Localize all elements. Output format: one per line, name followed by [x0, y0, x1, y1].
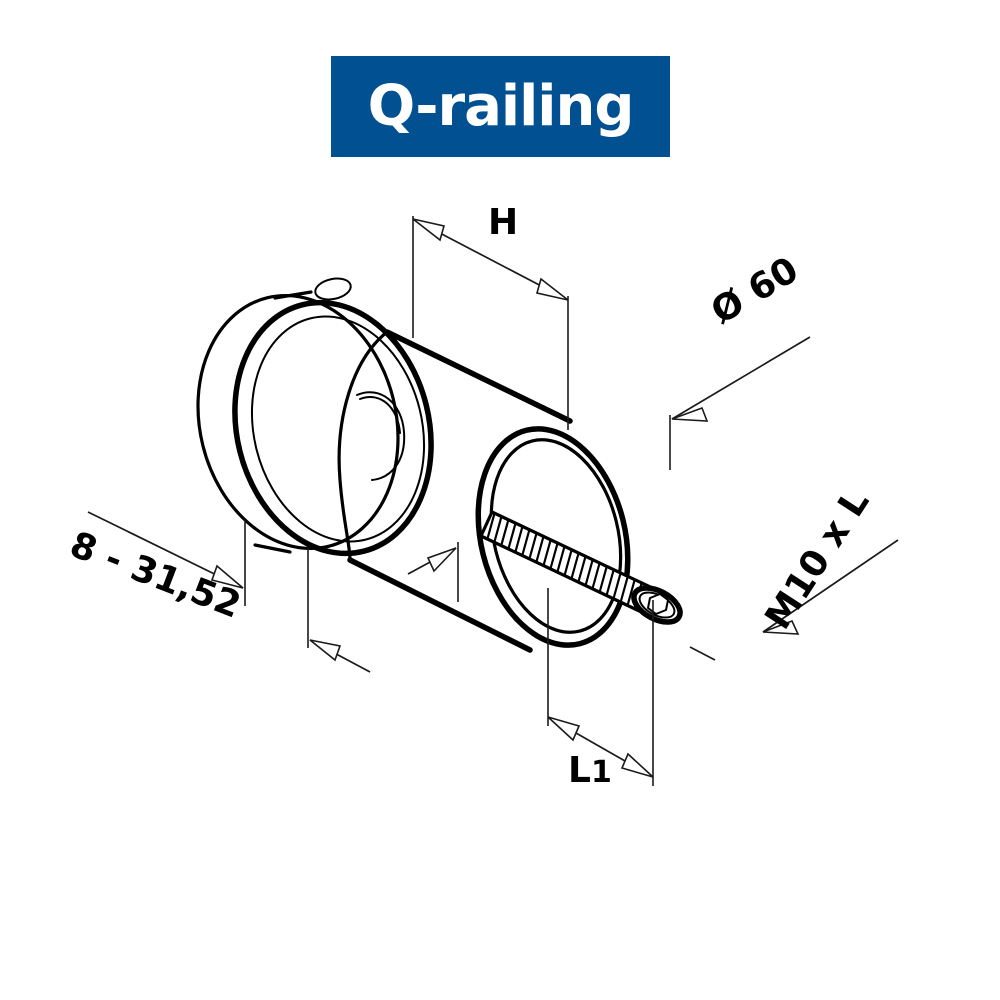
dimension-l1	[547, 588, 654, 786]
dimension-body-bottom-leader	[307, 548, 371, 673]
dimension-inner-leader	[407, 542, 459, 602]
threaded-stud-group	[479, 510, 683, 625]
q-railing-logo: Q-railing	[331, 56, 670, 157]
l1-letter: L	[568, 750, 591, 791]
thread-lines	[481, 512, 663, 617]
dimension-glass-range	[87, 511, 246, 606]
front-ring-group	[475, 426, 631, 648]
dimension-thread	[689, 539, 899, 661]
dimension-label-l1: L1	[568, 753, 612, 789]
back-plate-group	[196, 277, 434, 557]
dimension-label-h: H	[488, 202, 519, 243]
dimension-diameter	[669, 336, 811, 470]
l1-subscript: 1	[590, 755, 612, 790]
dimension-h	[412, 216, 569, 430]
logo-text: Q-railing	[367, 73, 635, 139]
cylinder-body-group	[337, 329, 573, 653]
